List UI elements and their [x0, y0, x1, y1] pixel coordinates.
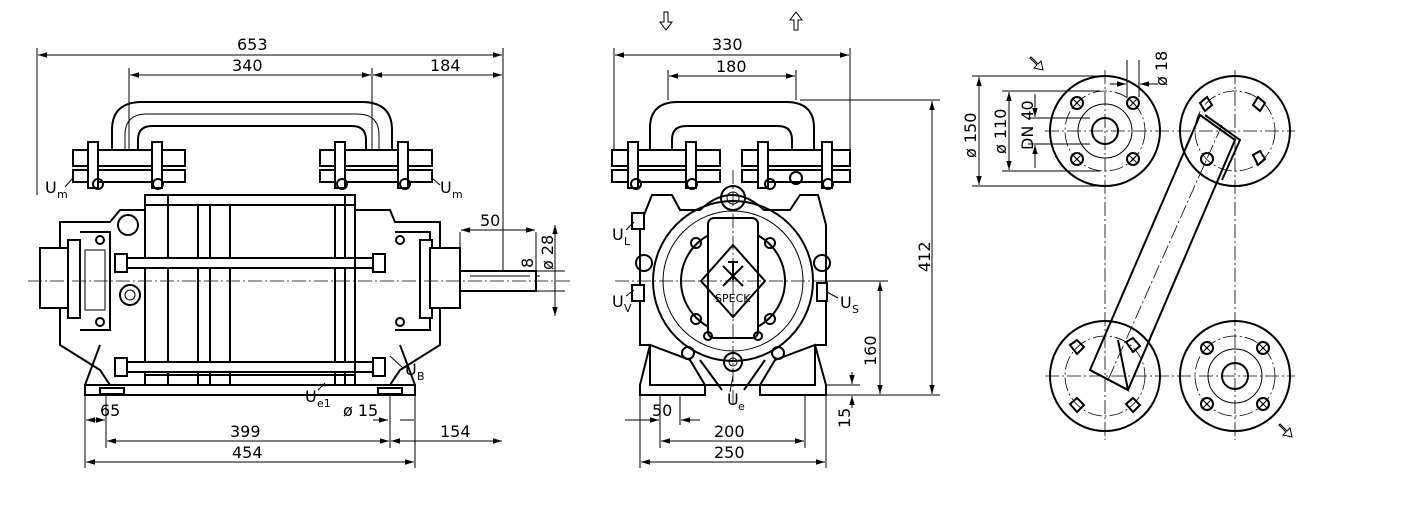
dim-d18: ø 18 — [1152, 51, 1171, 86]
svg-text:e: e — [738, 400, 745, 413]
dim-160: 160 — [861, 335, 880, 366]
svg-text:U: U — [612, 292, 624, 311]
label-uv: U V — [612, 289, 635, 315]
dim-330: 330 — [712, 35, 743, 54]
tie-rods — [114, 253, 386, 377]
dim-200: 200 — [714, 422, 745, 441]
dim-overall-width: 330 — [613, 35, 851, 160]
dim-front-bottom: 50 200 250 — [625, 395, 827, 468]
flow-arrow-out — [789, 11, 803, 31]
front-flange-right — [741, 141, 851, 190]
dim-340: 340 — [232, 56, 263, 75]
flange-view: ø 150 ø 110 DN 40 ø 18 — [961, 51, 1295, 440]
dim-50: 50 — [480, 211, 500, 230]
dim-399: 399 — [230, 422, 261, 441]
dim-foot-height: 15 — [826, 372, 860, 428]
dim-250: 250 — [714, 443, 745, 462]
dim-shaft: 50 ø 28 8 — [459, 211, 565, 316]
dim-184: 184 — [430, 56, 461, 75]
right-bearing-housing — [354, 209, 461, 386]
dim-bottom: 65 ø 15 399 154 454 — [84, 395, 502, 468]
dim-overall-length: 653 — [36, 35, 504, 290]
svg-text:U: U — [440, 178, 452, 197]
svg-text:U: U — [405, 360, 417, 379]
svg-text:e1: e1 — [317, 397, 331, 410]
dim-d150: ø 150 — [961, 113, 980, 158]
dim-d28: ø 28 — [538, 235, 557, 270]
dim-653: 653 — [237, 35, 268, 54]
dim-flange-span: 180 — [667, 57, 797, 100]
label-us: U S — [826, 291, 859, 316]
front-view: 330 180 — [611, 11, 940, 468]
dim-65: 65 — [100, 401, 120, 420]
dim-50-front: 50 — [652, 401, 672, 420]
svg-text:m: m — [452, 188, 463, 201]
lifting-handle — [111, 101, 393, 150]
svg-text:U: U — [840, 293, 852, 312]
flow-arrow-in — [659, 11, 673, 31]
dim-height-412: 412 — [800, 99, 940, 396]
dim-right-offset: 184 — [373, 56, 502, 78]
dim-d110: ø 110 — [991, 109, 1010, 154]
label-ub: U B — [389, 355, 425, 383]
top-flange-right — [319, 141, 433, 190]
dim-154: 154 — [440, 422, 471, 441]
dim-180: 180 — [716, 57, 747, 76]
pump-casing — [144, 194, 356, 386]
dim-flange: ø 150 ø 110 DN 40 ø 18 — [961, 51, 1171, 187]
svg-text:m: m — [57, 188, 68, 201]
side-view: 653 340 184 — [28, 35, 570, 468]
svg-text:V: V — [624, 302, 632, 315]
svg-text:L: L — [624, 235, 631, 248]
svg-text:U: U — [612, 225, 624, 244]
dim-454: 454 — [232, 443, 263, 462]
dim-8: 8 — [518, 258, 537, 268]
svg-text:B: B — [417, 370, 425, 383]
front-handle — [649, 101, 815, 150]
front-body — [631, 185, 831, 386]
svg-text:S: S — [852, 303, 859, 316]
left-bearing-housing — [39, 209, 146, 386]
label-um-left: U m — [45, 177, 74, 201]
flow-arrow-bottom — [1278, 423, 1293, 438]
label-ue1: U e1 — [305, 382, 331, 410]
label-ue: U e — [727, 375, 745, 413]
top-flange-left — [72, 141, 186, 190]
front-flange-left — [611, 141, 721, 190]
svg-text:U: U — [45, 178, 57, 197]
dim-handle-span: 340 — [128, 56, 373, 165]
label-um-right: U m — [431, 177, 463, 201]
dim-d15: ø 15 — [343, 401, 378, 420]
dim-412: 412 — [915, 241, 934, 272]
label-ul: U L — [612, 221, 635, 248]
flow-arrow-top — [1029, 56, 1044, 71]
front-feet — [639, 331, 827, 396]
dim-dn40: DN 40 — [1018, 100, 1037, 150]
dim-15: 15 — [835, 408, 854, 428]
svg-text:U: U — [305, 387, 317, 406]
dim-axis-height: 160 — [826, 280, 888, 394]
